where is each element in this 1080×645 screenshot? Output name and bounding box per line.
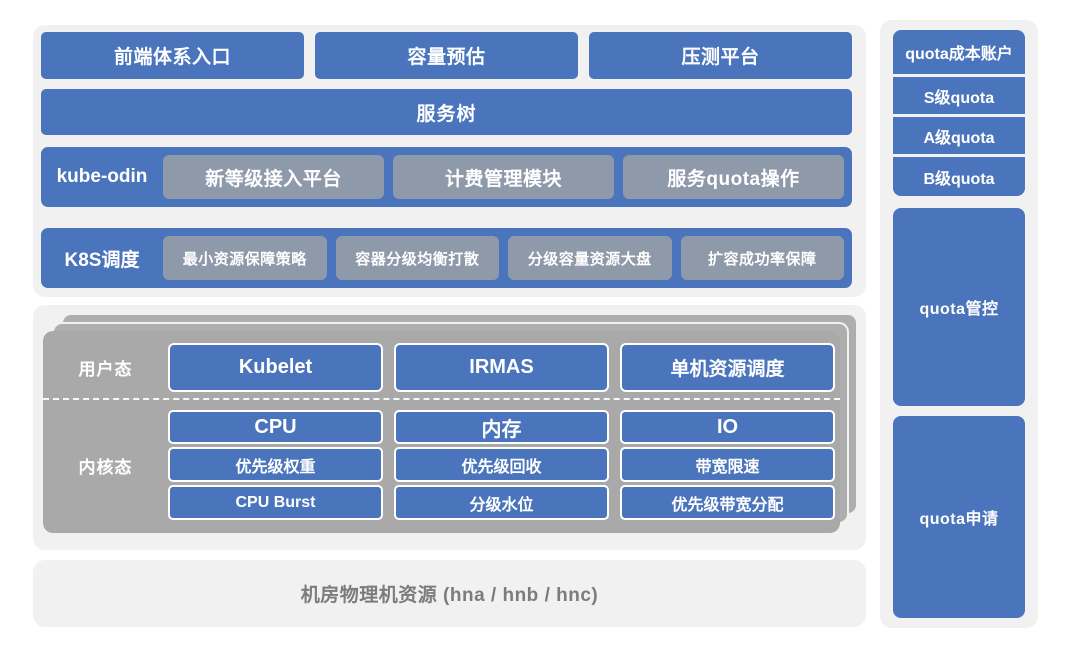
block-frontend-entry: 前端体系入口 [41, 32, 304, 79]
block-grade-access-platform: 新等级接入平台 [163, 155, 384, 199]
block-capacity-estimate: 容量预估 [315, 32, 578, 79]
node-card: 用户态 Kubelet IRMAS 单机资源调度 内核态 CPU 优先级权重 C… [43, 331, 840, 533]
block-capacity-dashboard: 分级容量资源大盘 [508, 236, 672, 280]
block-priority-bandwidth: 优先级带宽分配 [620, 485, 835, 520]
block-cpu: CPU [168, 410, 383, 444]
user-mode-row: Kubelet IRMAS 单机资源调度 [168, 343, 835, 392]
block-scale-success-guarantee: 扩容成功率保障 [680, 236, 844, 280]
block-tiered-watermark: 分级水位 [394, 485, 609, 520]
block-load-test-platform: 压测平台 [589, 32, 852, 79]
k8s-sched-label: K8S调度 [64, 249, 140, 271]
kernel-mode-label: 内核态 [78, 457, 133, 477]
block-s-quota: S级quota [893, 77, 1025, 114]
k8s-sched-modules: 最小资源保障策略 容器分级均衡打散 分级容量资源大盘 扩容成功率保障 [163, 228, 852, 288]
block-irmas: IRMAS [394, 343, 609, 392]
block-priority-reclaim: 优先级回收 [394, 447, 609, 482]
quota-sidebar: quota成本账户 S级quota A级quota B级quota quota管… [880, 20, 1038, 628]
quota-level-group: quota成本账户 S级quota A级quota B级quota [893, 30, 1025, 196]
block-quota-apply: quota申请 [893, 416, 1025, 618]
kernel-col-cpu: CPU 优先级权重 CPU Burst [168, 410, 383, 520]
block-service-quota-ops: 服务quota操作 [623, 155, 844, 199]
k8s-sched-row: K8S调度 最小资源保障策略 容器分级均衡打散 分级容量资源大盘 扩容成功率保障 [41, 228, 852, 288]
block-service-tree: 服务树 [41, 89, 852, 135]
kube-odin-modules: 新等级接入平台 计费管理模块 服务quota操作 [163, 147, 852, 207]
kube-odin-row: kube-odin 新等级接入平台 计费管理模块 服务quota操作 [41, 147, 852, 207]
mode-divider [43, 398, 840, 400]
entry-row: 前端体系入口 容量预估 压测平台 [41, 32, 852, 79]
kernel-col-memory: 内存 优先级回收 分级水位 [394, 410, 609, 520]
platform-panel: 前端体系入口 容量预估 压测平台 服务树 kube-odin 新等级接入平台 计… [33, 25, 866, 297]
node-panel: 用户态 Kubelet IRMAS 单机资源调度 内核态 CPU 优先级权重 C… [33, 305, 866, 550]
block-cpu-burst: CPU Burst [168, 485, 383, 520]
block-min-resource-policy: 最小资源保障策略 [163, 236, 327, 280]
block-io: IO [620, 410, 835, 444]
block-physical-machines: 机房物理机资源 (hna / hnb / hnc) [33, 560, 866, 627]
block-single-node-sched: 单机资源调度 [620, 343, 835, 392]
block-quota-cost-account: quota成本账户 [893, 30, 1025, 74]
block-quota-control: quota管控 [893, 208, 1025, 406]
block-a-quota: A级quota [893, 117, 1025, 154]
block-priority-weight: 优先级权重 [168, 447, 383, 482]
kernel-col-io: IO 带宽限速 优先级带宽分配 [620, 410, 835, 520]
block-bandwidth-limit: 带宽限速 [620, 447, 835, 482]
block-memory: 内存 [394, 410, 609, 444]
block-container-spread: 容器分级均衡打散 [335, 236, 499, 280]
kube-odin-label: kube-odin [56, 166, 148, 187]
user-mode-label: 用户态 [78, 360, 133, 379]
block-billing-module: 计费管理模块 [393, 155, 614, 199]
block-kubelet: Kubelet [168, 343, 383, 392]
kernel-mode-grid: CPU 优先级权重 CPU Burst 内存 优先级回收 分级水位 IO 带宽限… [168, 410, 835, 520]
block-b-quota: B级quota [893, 157, 1025, 196]
